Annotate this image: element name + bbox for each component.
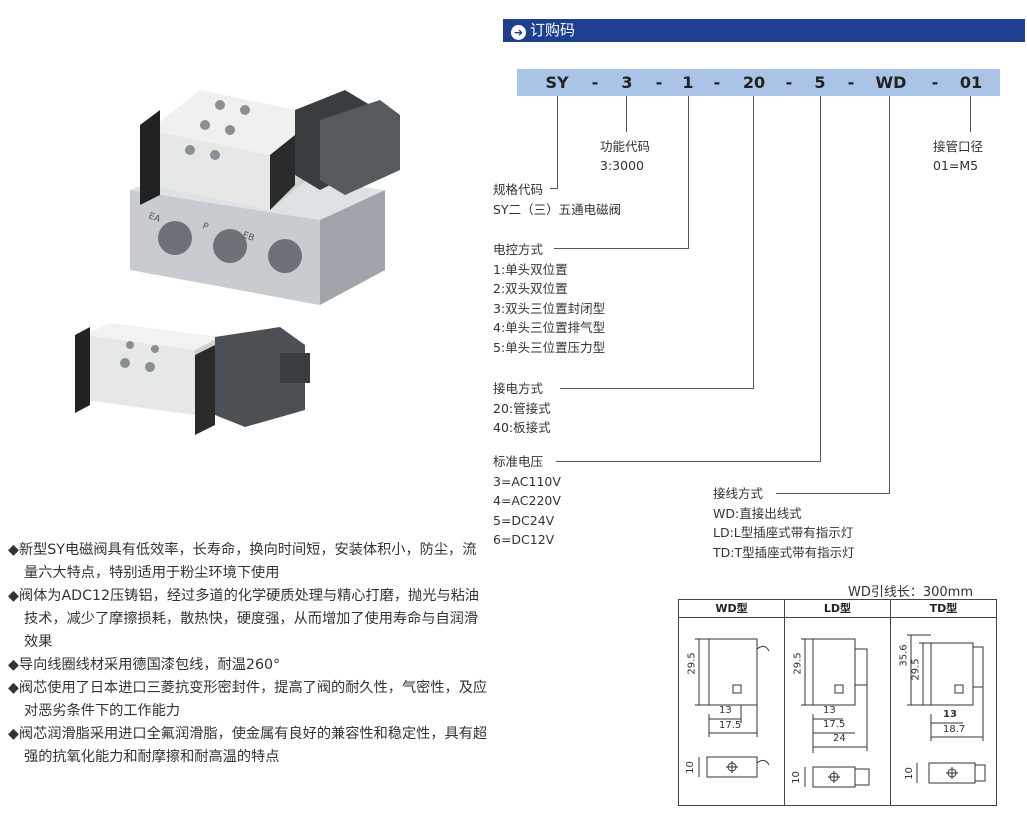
dimension-column-ld: LD型 29.5 13 17.5 24 1 bbox=[785, 600, 891, 805]
manifold-label-ea: EA bbox=[147, 211, 162, 225]
single-valve-image bbox=[75, 323, 310, 435]
voltage-option: 5=DC24V bbox=[493, 512, 555, 528]
dimension-side: 10 bbox=[903, 767, 915, 780]
connection-method-option: 20:管接式 bbox=[493, 400, 551, 416]
code-segment-connection: 20 bbox=[742, 73, 766, 92]
dimension-height: 35.6 bbox=[898, 644, 910, 667]
function-code-title: 功能代码 bbox=[600, 139, 651, 154]
control-method-option: 4:单头三位置排气型 bbox=[493, 320, 606, 335]
leader-line bbox=[970, 96, 971, 132]
leader-line bbox=[688, 96, 689, 248]
leader-line bbox=[560, 388, 754, 389]
code-dash: - bbox=[713, 73, 721, 92]
dimension-height: 29.5 bbox=[686, 652, 698, 675]
leader-line bbox=[776, 493, 890, 494]
dimension-column-td: TD型 35.6 29.5 13 bbox=[891, 600, 996, 805]
leader-line bbox=[550, 188, 558, 189]
dimension-type-label: WD型 bbox=[679, 600, 784, 618]
spec-code-value: SY二（三）五通电磁阀 bbox=[493, 202, 622, 217]
code-segment-voltage: 5 bbox=[814, 73, 826, 92]
order-code-header: ➜ 订购码 bbox=[503, 19, 1025, 42]
leader-line bbox=[889, 96, 890, 493]
voltage-title: 标准电压 bbox=[493, 454, 544, 469]
leader-line bbox=[554, 248, 689, 249]
control-method-option: 3:双头三位置封闭型 bbox=[493, 300, 606, 316]
leader-line bbox=[626, 96, 627, 132]
dimension-width: 13 bbox=[823, 705, 836, 716]
code-segment-control: 1 bbox=[682, 73, 694, 92]
dimension-side: 10 bbox=[684, 761, 696, 774]
dimension-width: 13 bbox=[943, 709, 957, 720]
port-size-title: 接管口径 bbox=[933, 139, 984, 154]
ld-coil-drawing bbox=[801, 638, 870, 788]
code-segment-port: 01 bbox=[959, 73, 983, 92]
connection-method-group: 接电方式 20:管接式 40:板接式 bbox=[493, 379, 551, 438]
wiring-method-option: WD:直接出线式 bbox=[713, 505, 802, 521]
wiring-method-title: 接线方式 bbox=[713, 486, 764, 501]
leader-line bbox=[820, 96, 821, 461]
manifold-valve-image: EA P EB bbox=[130, 90, 400, 305]
connection-method-title: 接电方式 bbox=[493, 381, 544, 396]
voltage-group: 标准电压 3=AC110V 4=AC220V 5=DC24V 6=DC12V bbox=[493, 452, 561, 550]
voltage-option: 4=AC220V bbox=[493, 493, 561, 508]
feature-item: ◆阀芯润滑脂采用进口全氟润滑脂，使金属有良好的兼容性和稳定性，具有超强的抗氧化能… bbox=[8, 726, 488, 765]
feature-item: ◆阀体为ADC12压铸铝，经过多道的化学硬质处理与精心打磨，抛光与粘油技术，减少… bbox=[8, 588, 479, 650]
wiring-method-option: TD:T型插座式带有指示灯 bbox=[713, 544, 855, 560]
code-dash: - bbox=[931, 73, 939, 92]
control-method-option: 5:单头三位置压力型 bbox=[493, 339, 606, 355]
dimension-width: 17.5 bbox=[823, 719, 846, 730]
dimension-column-wd: WD型 29.5 13 17.5 10 bbox=[679, 600, 785, 805]
arrow-right-icon: ➜ bbox=[511, 25, 526, 40]
wiring-method-group: 接线方式 WD:直接出线式 LD:L型插座式带有指示灯 TD:T型插座式带有指示… bbox=[713, 484, 855, 562]
connection-method-option: 40:板接式 bbox=[493, 420, 551, 435]
voltage-option: 6=DC12V bbox=[493, 532, 555, 547]
coil-dimension-table: WD型 29.5 13 17.5 10 bbox=[678, 599, 997, 806]
code-segment-series: SY bbox=[545, 73, 569, 92]
dimension-height: 29.5 bbox=[792, 652, 804, 675]
code-dash: - bbox=[655, 73, 663, 92]
dimension-width: 24 bbox=[833, 733, 846, 744]
dimension-type-label: TD型 bbox=[891, 600, 996, 618]
spec-code-title: 规格代码 bbox=[493, 182, 544, 197]
function-code-value: 3:3000 bbox=[600, 158, 644, 173]
control-method-group: 电控方式 1:单头双位置 2:双头双位置 3:双头三位置封闭型 4:单头三位置排… bbox=[493, 240, 605, 357]
feature-item: ◆导向线圈线材采用德国漆包线，耐温260° bbox=[8, 657, 281, 673]
manifold-label-eb: EB bbox=[241, 230, 256, 243]
td-coil-drawing bbox=[907, 634, 986, 784]
code-segment-wiring: WD bbox=[875, 73, 907, 92]
dimension-width: 17.5 bbox=[719, 720, 742, 731]
code-segment-function: 3 bbox=[621, 73, 633, 92]
dimension-width: 18.7 bbox=[943, 724, 966, 735]
wiring-method-option: LD:L型插座式带有指示灯 bbox=[713, 525, 854, 540]
order-code-strip: SY - 3 - 1 - 20 - 5 - WD - 01 bbox=[517, 69, 1000, 96]
feature-item: ◆新型SY电磁阀具有低效率，长寿命，换向时间短，安装体积小，防尘，流量六大特点，… bbox=[8, 542, 477, 581]
feature-item: ◆阀芯使用了日本进口三菱抗变形密封件，提高了阀的耐久性，气密性，及应对恶劣条件下… bbox=[8, 680, 488, 719]
voltage-option: 3=AC110V bbox=[493, 473, 561, 489]
wd-coil-drawing bbox=[695, 638, 770, 778]
leader-line bbox=[753, 96, 754, 388]
dimension-type-label: LD型 bbox=[785, 600, 890, 618]
dimension-height: 29.5 bbox=[910, 658, 922, 681]
order-code-title: 订购码 bbox=[530, 21, 576, 39]
control-method-option: 1:单头双位置 bbox=[493, 261, 568, 277]
code-dash: - bbox=[847, 73, 855, 92]
control-method-title: 电控方式 bbox=[493, 242, 544, 257]
control-method-option: 2:双头双位置 bbox=[493, 281, 568, 296]
leader-line bbox=[557, 96, 558, 188]
manifold-label-p: P bbox=[201, 221, 210, 232]
leader-line bbox=[556, 461, 821, 462]
dimension-side: 10 bbox=[790, 771, 802, 784]
code-dash: - bbox=[591, 73, 599, 92]
code-dash: - bbox=[785, 73, 793, 92]
wd-lead-length: WD引线长：300mm bbox=[848, 585, 974, 600]
feature-list: ◆新型SY电磁阀具有低效率，长寿命，换向时间短，安装体积小，防尘，流量六大特点，… bbox=[8, 539, 488, 769]
dimension-width: 13 bbox=[719, 705, 732, 716]
port-size-value: 01=M5 bbox=[933, 158, 979, 173]
